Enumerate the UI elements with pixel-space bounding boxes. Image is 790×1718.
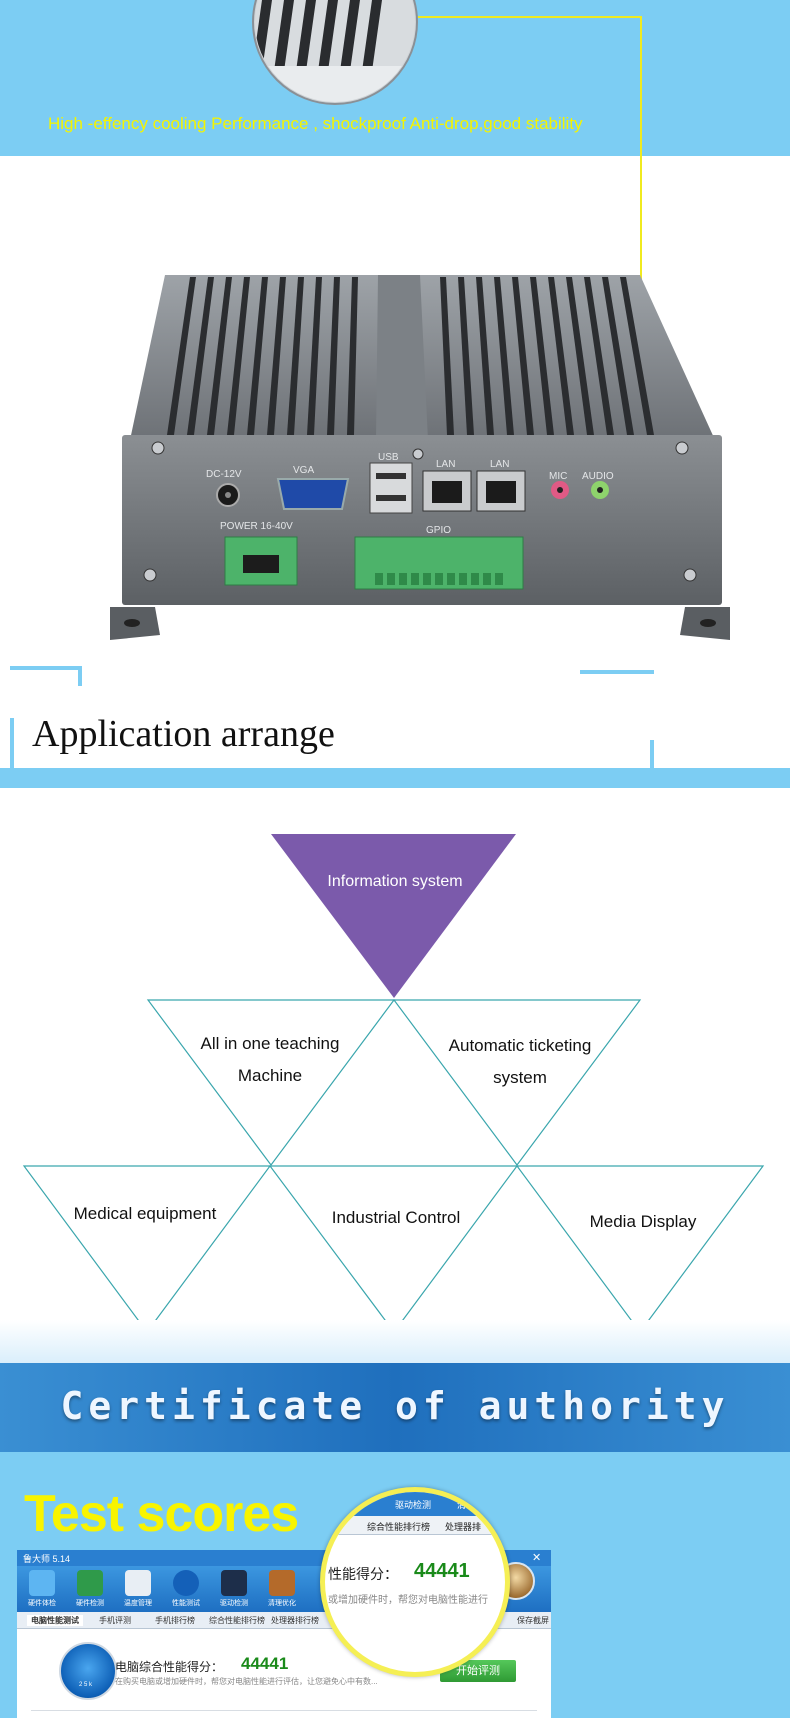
heatsink-closeup	[252, 0, 418, 105]
label-power: POWER 16-40V	[220, 521, 293, 532]
label-audio: AUDIO	[582, 471, 614, 482]
label-lan-2: LAN	[490, 459, 509, 470]
score-hint: 在购买电脑或增加硬件时，帮您对电脑性能进行评估，让您避免心中有数...	[115, 1677, 378, 1686]
magnifier-tab-overall-ranking: 综合性能排行榜	[367, 1522, 431, 1532]
tab-cpu-ranking[interactable]: 处理器排行榜	[271, 1616, 319, 1625]
label-industrial-control: Industrial Control	[331, 1208, 461, 1227]
section-header-frame	[10, 666, 654, 768]
magnifier-hint: 或增加硬件时，帮您对电脑性能进行	[328, 1595, 488, 1606]
label-ticketing-system: Automatic ticketing system	[448, 1036, 592, 1087]
magnifier-score-value: 44441	[414, 1560, 470, 1582]
gauge-icon	[173, 1570, 199, 1596]
score-label: 电脑综合性能得分：	[115, 1660, 224, 1674]
broom-icon	[269, 1570, 295, 1596]
label-medical-equipment: Medical equipment	[73, 1204, 217, 1223]
speedometer-icon: 2 5 k	[59, 1642, 117, 1700]
label-media-display: Media Display	[589, 1212, 697, 1231]
tool-performance-test[interactable]: 性能测试	[163, 1568, 209, 1608]
benchmark-app-title: 鲁大师 5.14	[23, 1554, 71, 1564]
gear-icon	[221, 1570, 247, 1596]
triangle-media-display	[515, 1165, 765, 1334]
tool-hardware-detect[interactable]: 硬件检测	[67, 1568, 113, 1608]
test-scores-title: Test scores	[24, 1485, 299, 1543]
chip-icon	[77, 1570, 103, 1596]
save-screenshot-button[interactable]: 保存截屏	[517, 1616, 549, 1625]
close-icon[interactable]: ✕	[532, 1552, 542, 1564]
magnifier-tabs: 综合性能排行榜 处理器排	[325, 1516, 505, 1535]
triangle-ticketing-system	[392, 999, 642, 1167]
label-gpio: GPIO	[426, 525, 451, 536]
label-teaching-machine: All in one teaching Machine	[200, 1034, 340, 1085]
certificate-title: Certificate of authority	[60, 1384, 730, 1428]
magnifier-score-label: 性能得分：	[328, 1566, 398, 1582]
thermometer-icon	[125, 1570, 151, 1596]
label-vga: VGA	[293, 465, 314, 476]
tool-hardware-check[interactable]: 硬件体检	[19, 1568, 65, 1608]
tool-cleanup[interactable]: 清理优化	[259, 1568, 305, 1608]
section-divider-bar	[0, 768, 790, 788]
magnifier-toolbar: 驱动检测 清	[325, 1492, 505, 1516]
triangle-teaching-machine	[146, 999, 396, 1167]
magnifier-lens: 驱动检测 清 综合性能排行榜 处理器排 性能得分： 44441 或增加硬件时，帮…	[320, 1487, 510, 1677]
magnifier-tab-cpu-ranking: 处理器排	[445, 1522, 482, 1532]
application-title: Application arrange	[32, 713, 335, 755]
label-dc: DC-12V	[206, 469, 242, 480]
triangle-industrial-control	[268, 1165, 519, 1334]
divider	[31, 1710, 537, 1711]
tool-driver-check[interactable]: 驱动检测	[211, 1568, 257, 1608]
score-value: 44441	[241, 1654, 289, 1673]
certificate-glow	[0, 1320, 790, 1364]
cooling-caption: High -effency cooling Performance , shoc…	[48, 114, 583, 133]
certificate-banner	[0, 1363, 790, 1453]
label-usb: USB	[378, 452, 399, 463]
tab-phone-ranking[interactable]: 手机排行榜	[155, 1616, 195, 1625]
label-lan-1: LAN	[436, 459, 455, 470]
label-mic: MIC	[549, 471, 567, 482]
industrial-pc-photo: DC-12V VGA USB LAN LAN MIC AUDIO POWER 1…	[110, 275, 730, 640]
triangle-information-system	[271, 834, 516, 998]
tab-overall-ranking[interactable]: 综合性能排行榜	[209, 1616, 265, 1625]
application-triangle-diagram	[22, 834, 765, 1334]
monitor-icon	[29, 1570, 55, 1596]
label-information-system: Information system	[327, 873, 463, 890]
tab-pc-performance[interactable]: 电脑性能测试	[27, 1615, 83, 1626]
triangle-medical-equipment	[22, 1165, 272, 1334]
tool-temperature[interactable]: 温度管理	[115, 1568, 161, 1608]
magnifier-tab-clean: 清	[457, 1500, 467, 1510]
magnifier-tab-driver: 驱动检测	[395, 1500, 432, 1510]
tab-phone-review[interactable]: 手机评测	[99, 1616, 131, 1625]
